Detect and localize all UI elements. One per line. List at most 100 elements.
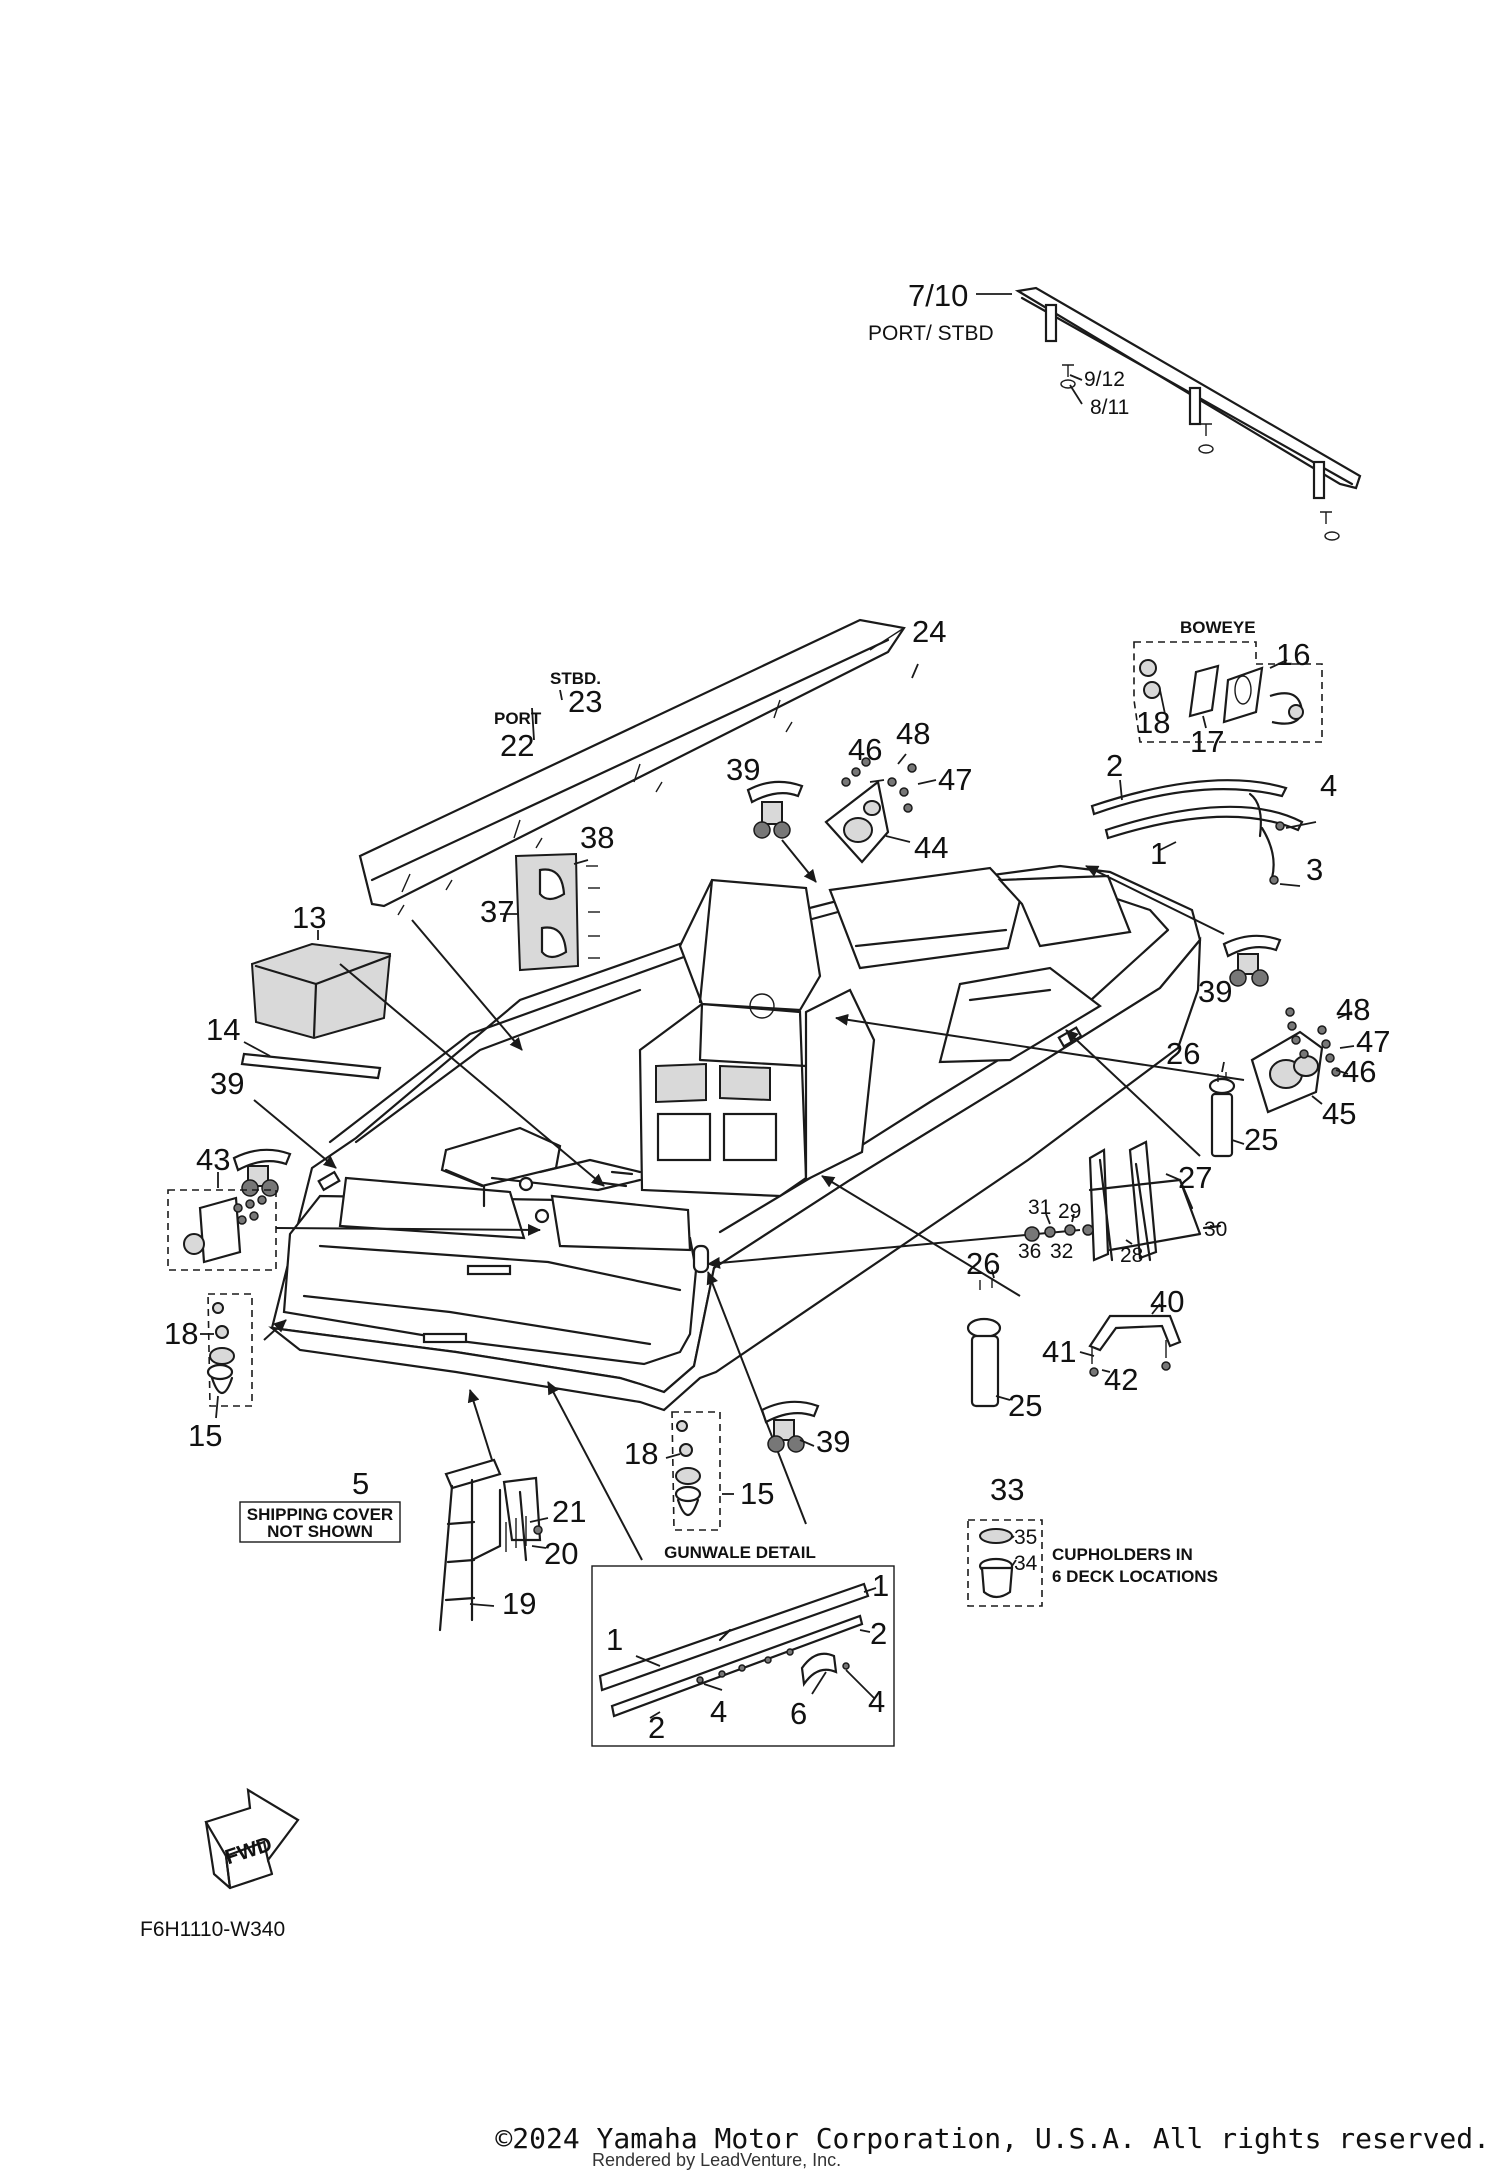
callout-43: 43: [196, 1142, 230, 1177]
callout-38: 38: [580, 820, 614, 855]
grab-handle: [1079, 1303, 1182, 1377]
callout-37: 37: [480, 894, 514, 929]
callout-25-a: 25: [1244, 1122, 1278, 1157]
shipping-cover-note: [239, 1501, 401, 1543]
callout-34: 34: [1014, 1552, 1038, 1575]
callout-46-a: 46: [848, 732, 882, 767]
callout-18-a: 18: [1136, 705, 1170, 740]
forward-arrow-icon: [204, 1787, 300, 1890]
callout-20: 20: [544, 1536, 578, 1571]
callout-18-c: 18: [624, 1436, 658, 1471]
callout-48-a: 48: [896, 716, 930, 751]
gunwale-callout-1-a: 1: [872, 1568, 889, 1603]
cupholders: [967, 1519, 1043, 1607]
callout-22: 22: [500, 728, 534, 763]
boweye-group: [1133, 641, 1323, 743]
callout-48-b: 48: [1336, 992, 1370, 1027]
rod-rack: [1024, 1140, 1222, 1262]
gunwale-callout-4-b: 4: [868, 1684, 885, 1719]
callout-39-a: 39: [726, 752, 760, 787]
stbd-label: STBD.: [550, 669, 601, 688]
callout-23: 23: [568, 684, 602, 719]
callout-31: 31: [1028, 1196, 1051, 1219]
callout-26-a: 26: [1166, 1036, 1200, 1071]
callout-3: 3: [1306, 852, 1323, 887]
callout-47-a: 47: [938, 762, 972, 797]
cleat-39-lower: [760, 1400, 820, 1453]
bar-14: [240, 1041, 382, 1080]
callout-27: 27: [1178, 1160, 1212, 1195]
callout-14: 14: [206, 1012, 240, 1047]
callout-41: 41: [1042, 1334, 1076, 1369]
callout-25-b: 25: [1008, 1388, 1042, 1423]
callout-39-d: 39: [816, 1424, 850, 1459]
callout-19: 19: [502, 1586, 536, 1621]
gunwale-callout-6: 6: [790, 1696, 807, 1731]
gunwale-detail-box: [591, 1565, 895, 1747]
callout-16: 16: [1276, 637, 1310, 672]
tie-down-15-lower: [665, 1411, 734, 1531]
callout-18-b: 18: [164, 1316, 198, 1351]
callout-26-b: 26: [966, 1246, 1000, 1281]
port-label: PORT: [494, 709, 542, 728]
callout-32: 32: [1050, 1240, 1073, 1263]
gunwale-callout-4-a: 4: [710, 1694, 727, 1729]
boat-hull: [268, 864, 1202, 1412]
shipping-cover-line2: NOT SHOWN: [267, 1522, 373, 1541]
callout-24: 24: [912, 614, 946, 649]
bow-rail: [976, 286, 1362, 541]
rendered-by-notice: Rendered by LeadVenture, Inc.: [592, 2150, 842, 2170]
callout-28: 28: [1120, 1244, 1143, 1267]
tie-down-15-left: [200, 1293, 253, 1419]
gunwale-callout-2-b: 2: [648, 1710, 665, 1745]
plate-37: [500, 852, 600, 972]
callout-42: 42: [1104, 1362, 1138, 1397]
copyright-notice: ©2024 Yamaha Motor Corporation, U.S.A. A…: [495, 2122, 1490, 2155]
shipping-cover-line1: SHIPPING COVER: [247, 1505, 393, 1524]
callout-30: 30: [1204, 1218, 1227, 1241]
gunwale-strips: [1090, 779, 1317, 887]
boweye-label: BOWEYE: [1180, 618, 1256, 637]
callout-21: 21: [552, 1494, 586, 1529]
callout-1-a: 1: [1150, 836, 1167, 871]
callout-39-b: 39: [1198, 974, 1232, 1009]
cleat-39-left: [232, 1148, 292, 1197]
rod-holder-lower: [966, 1269, 1011, 1408]
callout-45: 45: [1322, 1096, 1356, 1131]
callout-5: 5: [352, 1466, 369, 1501]
rod-holder-upper: [1208, 1061, 1245, 1158]
callout-2-a: 2: [1106, 748, 1123, 783]
callout-17: 17: [1190, 724, 1224, 759]
callout-40: 40: [1150, 1284, 1184, 1319]
callout-15-a: 15: [188, 1418, 222, 1453]
callout-15-b: 15: [740, 1476, 774, 1511]
gunwale-detail-title: GUNWALE DETAIL: [664, 1543, 816, 1562]
cleat-39-top: [746, 780, 804, 839]
callout-29: 29: [1058, 1200, 1081, 1223]
plate-44: [824, 753, 937, 864]
boarding-ladder: [438, 1458, 549, 1632]
callout-8-11: 8/11: [1090, 396, 1129, 419]
callout-44: 44: [914, 830, 948, 865]
gunwale-callout-1-b: 1: [606, 1622, 623, 1657]
cooler-13: [250, 930, 392, 1040]
cleat-39-right: [1222, 934, 1282, 987]
gunwale-callout-2-a: 2: [870, 1616, 887, 1651]
plate-43-group: [167, 1172, 277, 1271]
port-stbd-label: PORT/ STBD: [868, 322, 994, 345]
callout-7-10: 7/10: [908, 278, 968, 313]
callout-33: 33: [990, 1472, 1024, 1507]
cupholders-note-line2: 6 DECK LOCATIONS: [1052, 1567, 1218, 1586]
plate-45: [1250, 1007, 1355, 1114]
cupholders-note-line1: CUPHOLDERS IN: [1052, 1545, 1193, 1564]
callout-4-a: 4: [1320, 768, 1337, 803]
callout-46-b: 46: [1342, 1054, 1376, 1089]
side-rail: [358, 618, 919, 916]
pointer-arrows: [253, 839, 1245, 1561]
callout-13: 13: [292, 900, 326, 935]
callout-47-b: 47: [1356, 1024, 1390, 1059]
callout-9-12: 9/12: [1084, 368, 1125, 391]
callout-35: 35: [1014, 1526, 1037, 1549]
diagram-code: F6H1110-W340: [140, 1918, 285, 1941]
